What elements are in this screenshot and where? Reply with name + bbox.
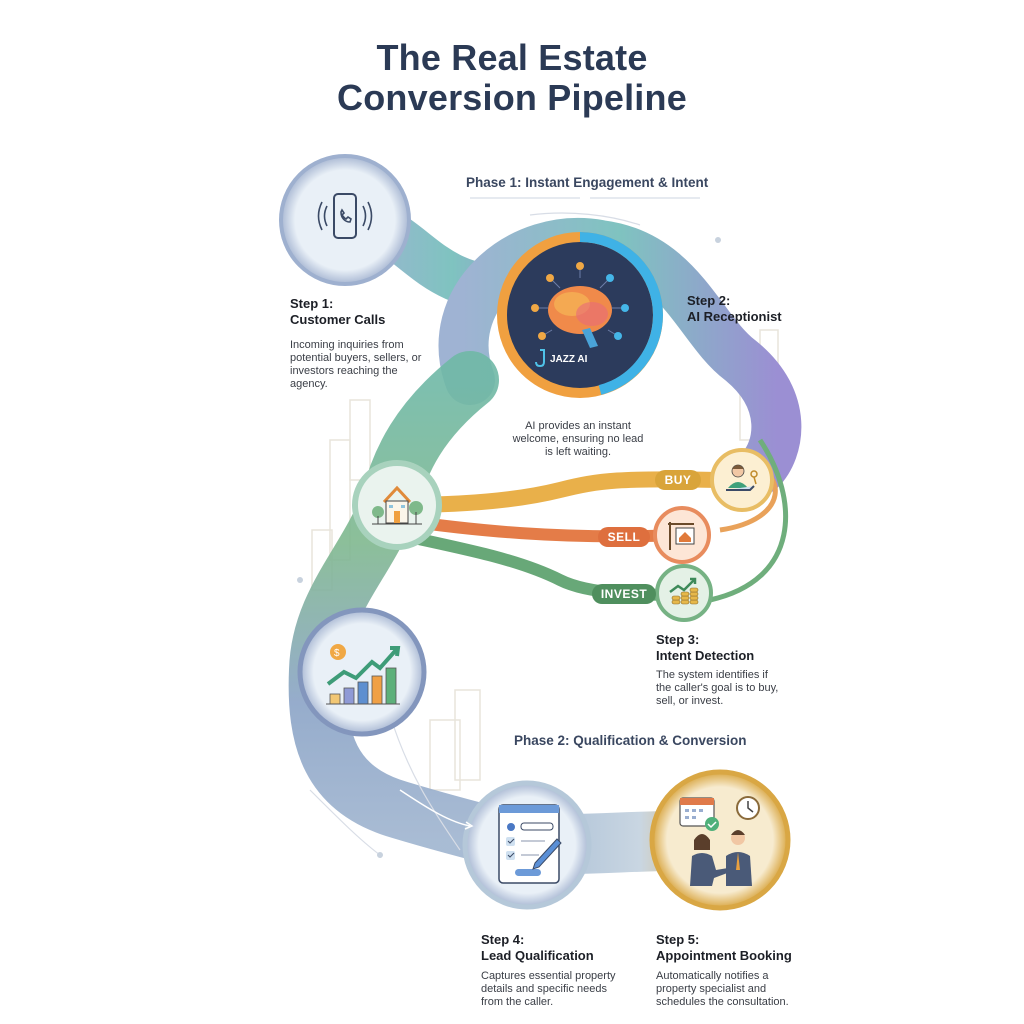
intent-buy-badge: BUY [655,470,701,490]
step-3-description: The system identifies if the caller's go… [656,669,779,707]
phone-ringing-icon [317,193,373,239]
step-5-description: Automatically notifies a property specia… [656,970,789,1008]
step-4-name: Lead Qualification [481,948,594,963]
step-1-description: Incoming inquiries from potential buyers… [290,339,422,390]
step-2-description: AI provides an instant welcome, ensuring… [512,420,644,458]
svg-text:$: $ [334,648,340,659]
step-3-heading: Step 3: Intent Detection [656,632,754,664]
step-5-name: Appointment Booking [656,948,792,963]
step-2-heading: Step 2: AI Receptionist [687,293,782,325]
hand-keys-icon [726,464,758,491]
phase-1-label: Phase 1: Instant Engagement & Intent [466,175,709,190]
step-2-number: Step 2: [687,293,731,308]
step-1-number: Step 1: [290,296,334,311]
step-1-name: Customer Calls [290,312,386,327]
step-5-number: Step 5: [656,932,700,947]
step-4-heading: Step 4: Lead Qualification [481,932,594,964]
jazz-ai-logo: JAZZ AI [550,354,588,365]
step-3-number: Step 3: [656,632,700,647]
form-checklist-icon [498,804,562,884]
step-1-heading: Step 1: Customer Calls [290,296,385,328]
step-4-description: Captures essential property details and … [481,970,616,1008]
house-icon [372,485,423,525]
intent-sell-badge: SELL [598,527,650,547]
growth-coins-icon [669,577,699,605]
title-line-1: The Real Estate [376,37,648,78]
for-sale-sign-icon [668,522,695,550]
step-2-name: AI Receptionist [687,309,782,324]
page-title: The Real Estate Conversion Pipeline [0,38,1024,118]
brain-network-icon: JAZZ AI [531,262,629,368]
step-5-heading: Step 5: Appointment Booking [656,932,792,964]
step-3-name: Intent Detection [656,648,755,663]
title-line-2: Conversion Pipeline [337,77,687,118]
growth-chart-icon: $ [326,644,401,705]
phase-2-label: Phase 2: Qualification & Conversion [514,733,747,748]
handshake-calendar-icon [679,796,760,886]
step-4-number: Step 4: [481,932,525,947]
intent-invest-badge: INVEST [592,584,656,604]
